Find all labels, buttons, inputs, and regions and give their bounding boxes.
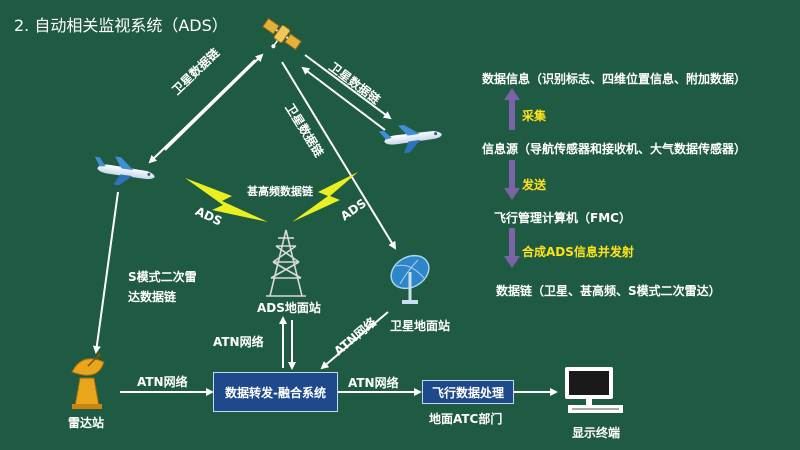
flow-step-data-info: 数据信息（识别标志、四维位置信息、附加数据）: [482, 72, 747, 86]
lightning-icon: [292, 172, 358, 222]
flow-label-collect: 采集: [522, 109, 547, 123]
flow-arrow-up: [504, 88, 520, 130]
radar-dish-icon: [71, 353, 105, 409]
lightning-icon: [185, 178, 268, 222]
flow-label-send: 发送: [522, 178, 547, 192]
display-terminal-label: 显示终端: [572, 426, 621, 440]
page-title: 2. 自动相关监视系统（ADS）: [14, 16, 228, 35]
airplane-icon: [378, 124, 442, 154]
ground-atc-label: 地面ATC部门: [429, 412, 503, 426]
flow-arrow-down: [504, 228, 520, 268]
relay-fusion-system-box: 数据转发-融合系统: [213, 372, 338, 412]
radar-station-label: 雷达站: [68, 416, 105, 430]
radio-tower-icon: [266, 229, 306, 297]
smode-link-label-line1: S模式二次雷: [128, 270, 197, 284]
arrow-sat-ground-to-relay: [320, 311, 389, 370]
arrow-satellite-to-plane-right: [304, 54, 392, 120]
flow-label-synthesize: 合成ADS信息并发射: [522, 245, 634, 259]
flight-data-processing-box: 飞行数据处理: [422, 380, 514, 404]
vhf-link-label: 甚高频数据链: [247, 185, 313, 198]
flow-step-datalink: 数据链（卫星、甚高频、S模式二次雷达）: [496, 284, 721, 298]
arrow-satellite-to-sat-ground: [281, 61, 397, 250]
arrow-plane-right-to-satellite: [301, 66, 386, 131]
atn-label-vertical: ATN网络: [213, 335, 264, 349]
satellite-ground-station-label: 卫星地面站: [390, 319, 451, 333]
ads-ground-station-label: ADS地面站: [257, 301, 321, 315]
satellite-dish-icon: [390, 254, 430, 304]
airplane-icon: [94, 156, 155, 186]
arrow-plane-to-radar: [92, 191, 119, 354]
arrow-plane-left-to-satellite: [164, 53, 264, 151]
connection-arrows: [92, 53, 558, 396]
flow-arrow-down: [504, 160, 520, 200]
computer-monitor-icon: [565, 367, 623, 413]
atn-label-right: ATN网络: [348, 376, 399, 390]
smode-link-label-line2: 达数据链: [128, 290, 177, 304]
flow-arrows: [504, 88, 520, 268]
lightning-bolts: [185, 172, 358, 222]
flow-step-fmc: 飞行管理计算机（FMC）: [494, 211, 631, 225]
arrow-satellite-to-plane-left: [148, 59, 256, 164]
atn-label-left: ATN网络: [137, 375, 188, 389]
satellite-icon: [262, 17, 302, 51]
flow-step-info-source: 信息源（导航传感器和接收机、大气数据传感器）: [482, 142, 747, 156]
